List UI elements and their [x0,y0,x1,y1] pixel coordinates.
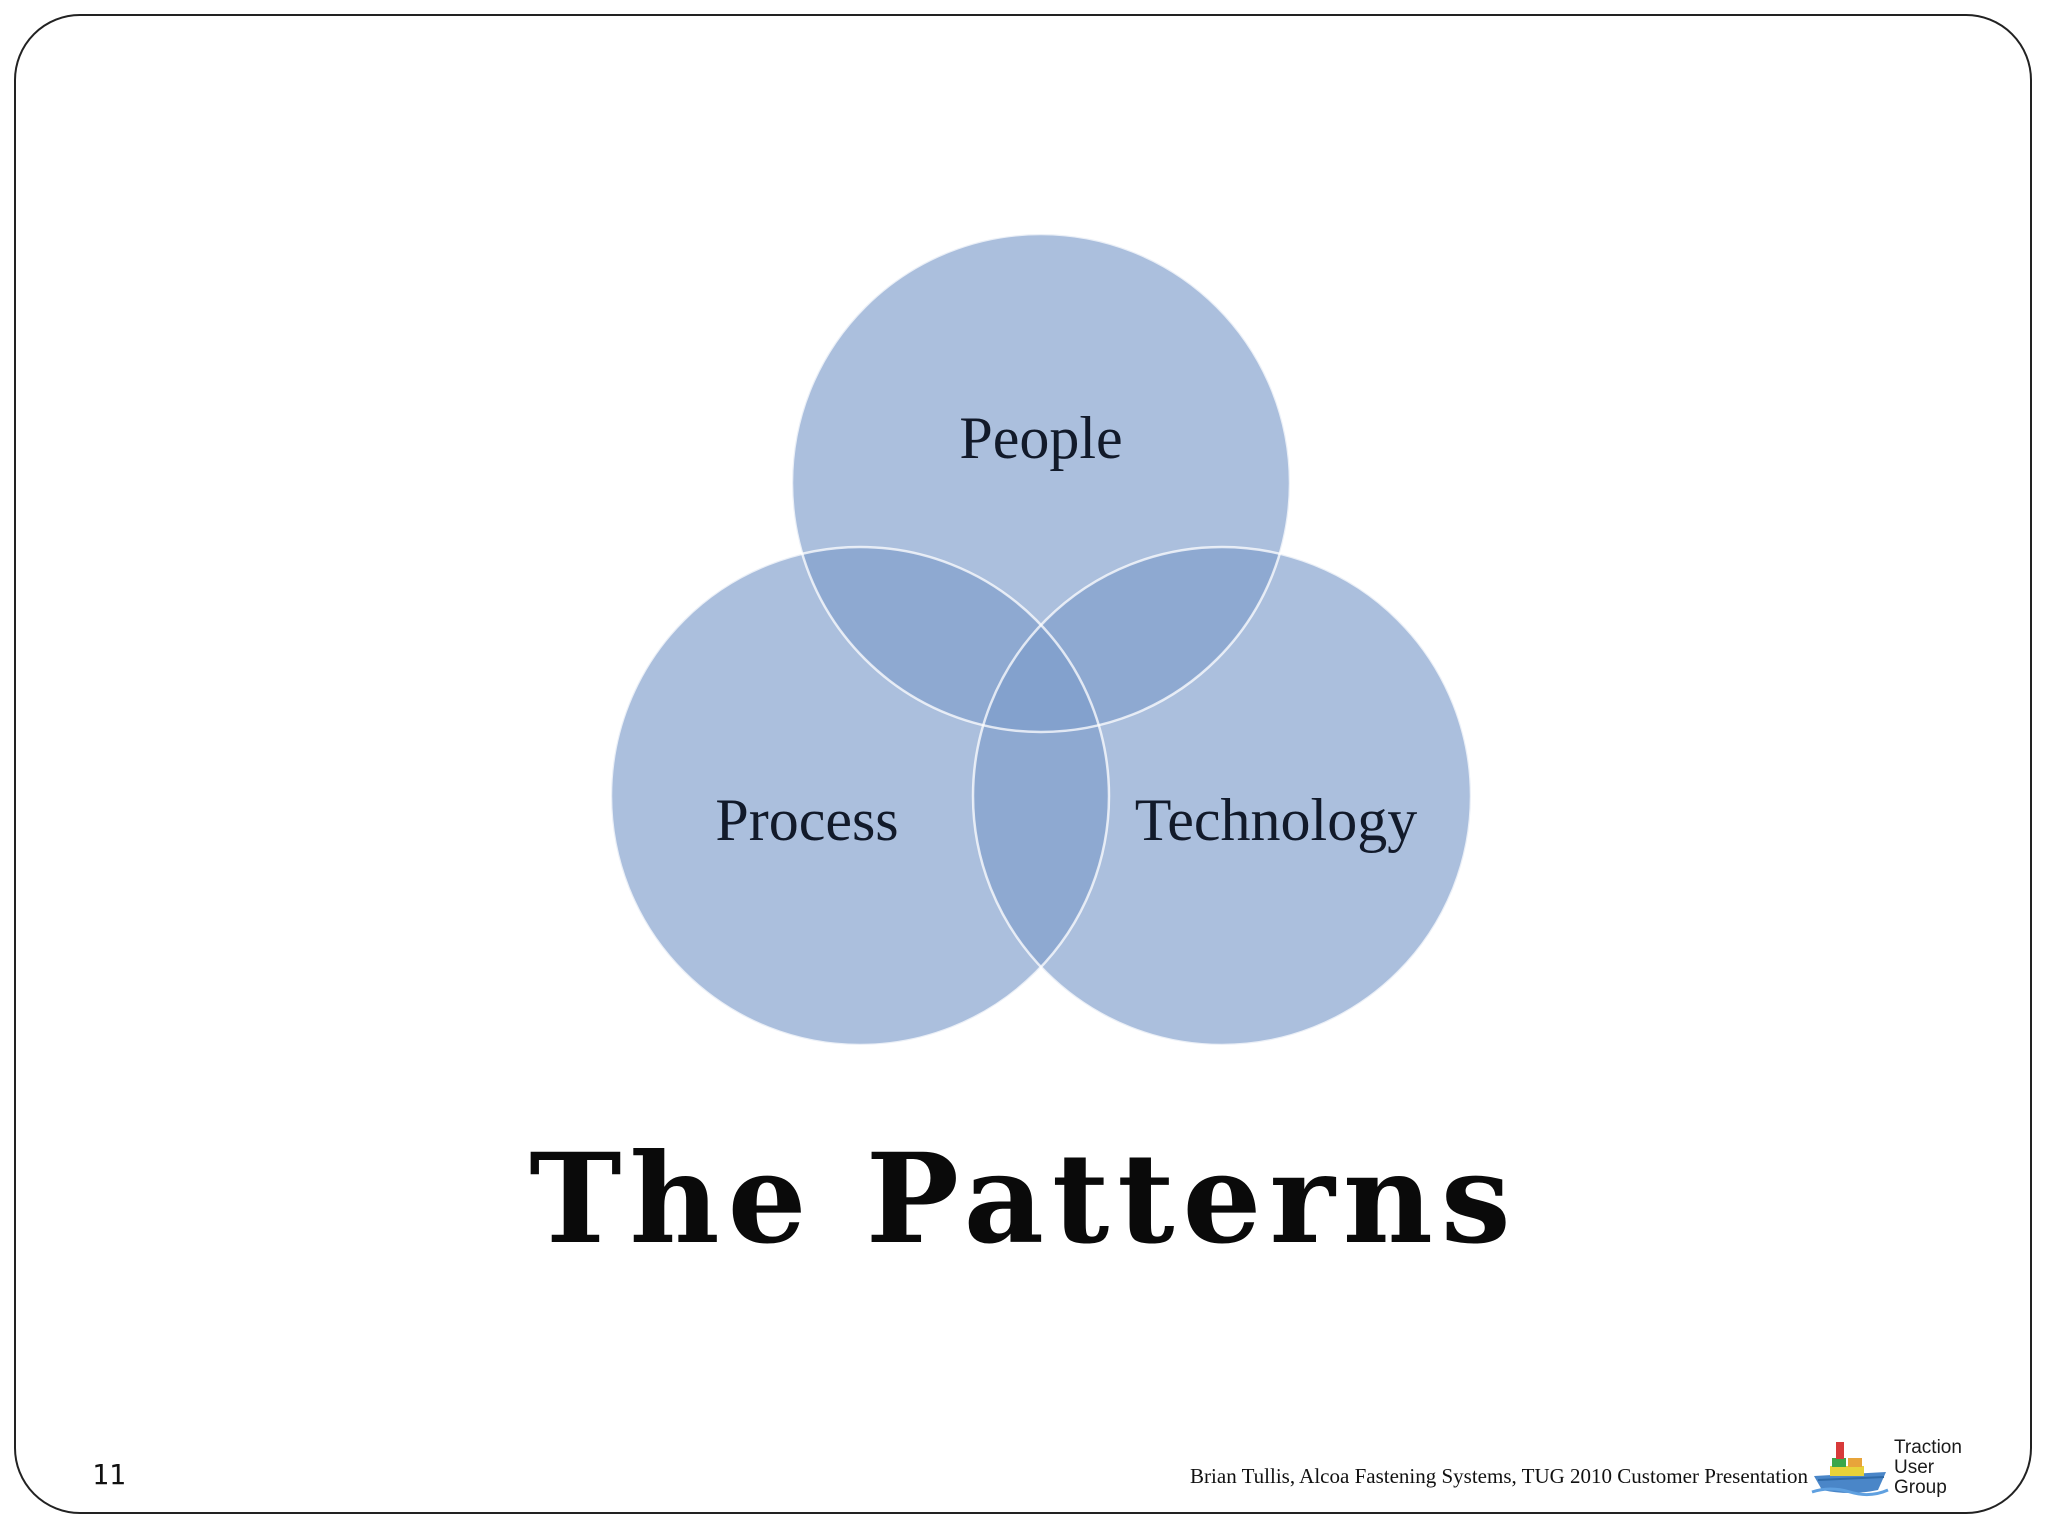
logo-text-line3: Group [1894,1477,1947,1498]
footer-credit: Brian Tullis, Alcoa Fastening Systems, T… [1190,1464,1808,1488]
slide-title: The Patterns [529,1127,1519,1272]
traction-user-group-logo: Traction User Group [1810,1432,2010,1506]
venn-circle-technology [973,547,1471,1045]
venn-label-process: Process [715,787,898,853]
venn-label-technology: Technology [1135,787,1417,853]
venn-circle-people-outline [790,232,1292,734]
slide-number: 11 [92,1458,126,1491]
logo-text: Traction User Group [1894,1438,1962,1498]
venn-label-people: People [959,405,1122,471]
boat-icon [1811,1442,1889,1497]
venn-circle-process [611,547,1109,1045]
logo-text-line1: Traction [1894,1437,1962,1458]
venn-circle-technology-outline [971,545,1473,1047]
venn-circle-process-outline [609,545,1111,1047]
logo-text-line2: User [1894,1457,1935,1478]
